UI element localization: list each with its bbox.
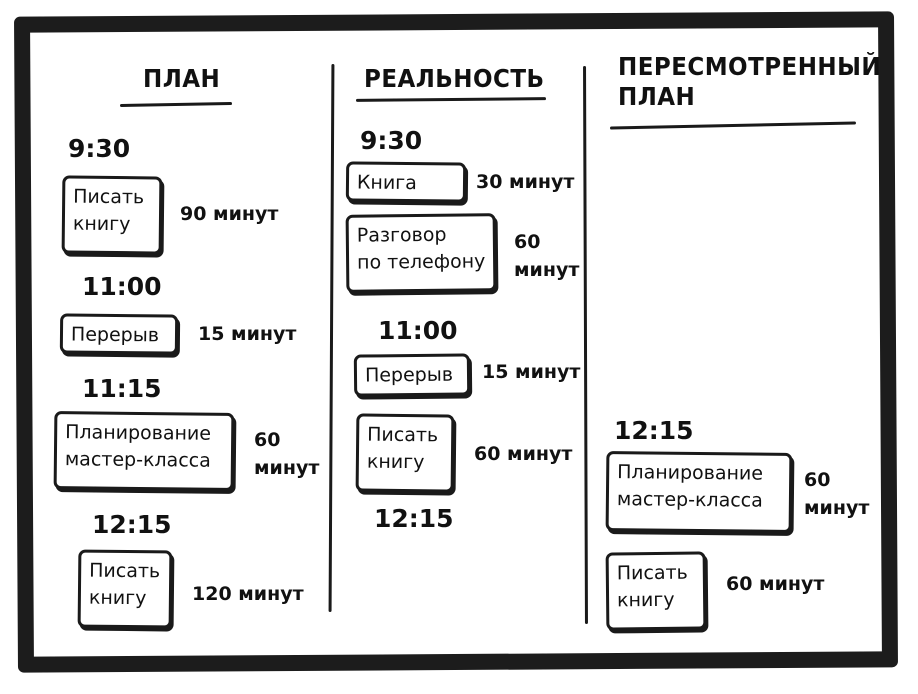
task-card: Писать книгу [77,549,173,629]
task-card-text: Писать [367,423,439,447]
task-card-text: мастер-класса [616,488,763,512]
task-card-text: Планирование [65,421,212,445]
column-heading-line: ПЕРЕСМОТРЕННЫЙ [618,52,882,81]
task-duration: 60 минут [474,440,572,468]
task-card-text: по телефону [356,250,486,274]
task-card-text: мастер-класса [64,448,211,472]
task-duration: 60 минут [804,466,869,522]
task-card-text: Разговор [356,223,447,247]
task-card-text: книгу [616,588,675,612]
task-card: Писать книгу [355,413,455,493]
task-card-text: Книга [356,171,417,195]
task-card-text: книгу [72,212,131,236]
task-duration-text: 15 минут [482,361,581,383]
task-card: Писать книгу [605,551,707,631]
task-duration: 15 минут [198,320,296,348]
task-card-text: книгу [366,450,425,474]
column-heading-line: ПЛАН [618,82,696,111]
time-label: 11:15 [82,374,162,403]
task-card: Перерыв [353,353,471,397]
task-card: Перерыв [59,313,179,355]
task-duration-text: 120 минут [192,583,304,605]
time-label: 12:15 [374,504,454,533]
task-card: Писать книгу [61,175,163,255]
column-heading-line: ПЛАН [143,64,221,93]
task-card-text: Писать [89,559,161,583]
task-duration: 120 минут [192,580,304,608]
task-duration-text: минут [254,457,320,479]
task-card-text: Писать [616,561,688,585]
task-duration-text: 15 минут [198,323,297,345]
task-duration-text: минут [514,259,580,281]
task-duration-text: 90 минут [180,203,279,225]
task-duration: 90 минут [180,200,278,228]
task-card-text: книгу [88,586,147,610]
task-duration-text: 60 [254,429,281,451]
column-heading-line: РЕАЛЬНОСТЬ [364,64,545,93]
task-card-text: Перерыв [70,323,160,347]
task-card-text: Перерыв [364,363,454,387]
time-label: 11:00 [82,272,162,301]
task-duration-text: 60 [804,469,831,491]
column-heading: РЕАЛЬНОСТЬ [364,64,545,94]
time-label: 12:15 [92,510,172,539]
task-duration: 60 минут [726,570,824,598]
time-label: 12:15 [614,416,694,445]
task-card: Планирование мастер-класса [53,411,235,491]
task-card: Планирование мастер-класса [605,451,793,533]
task-card-text: Писать [73,185,145,209]
task-duration: 30 минут [476,168,574,196]
time-label: 9:30 [360,126,423,155]
task-duration: 60 минут [514,228,579,284]
task-duration: 60 минут [254,426,319,482]
task-card: Разговор по телефону [345,213,497,293]
task-duration-text: минут [804,497,870,519]
task-duration-text: 60 минут [726,573,825,595]
task-card: Книга [345,161,467,203]
task-duration-text: 30 минут [476,171,575,193]
task-duration-text: 60 [514,231,541,253]
column-heading: ПЛАН [143,64,220,94]
task-duration-text: 60 минут [474,443,573,465]
task-duration: 15 минут [482,358,580,386]
time-label: 9:30 [68,134,131,163]
time-label: 11:00 [378,316,458,345]
task-card-text: Планирование [617,461,764,485]
